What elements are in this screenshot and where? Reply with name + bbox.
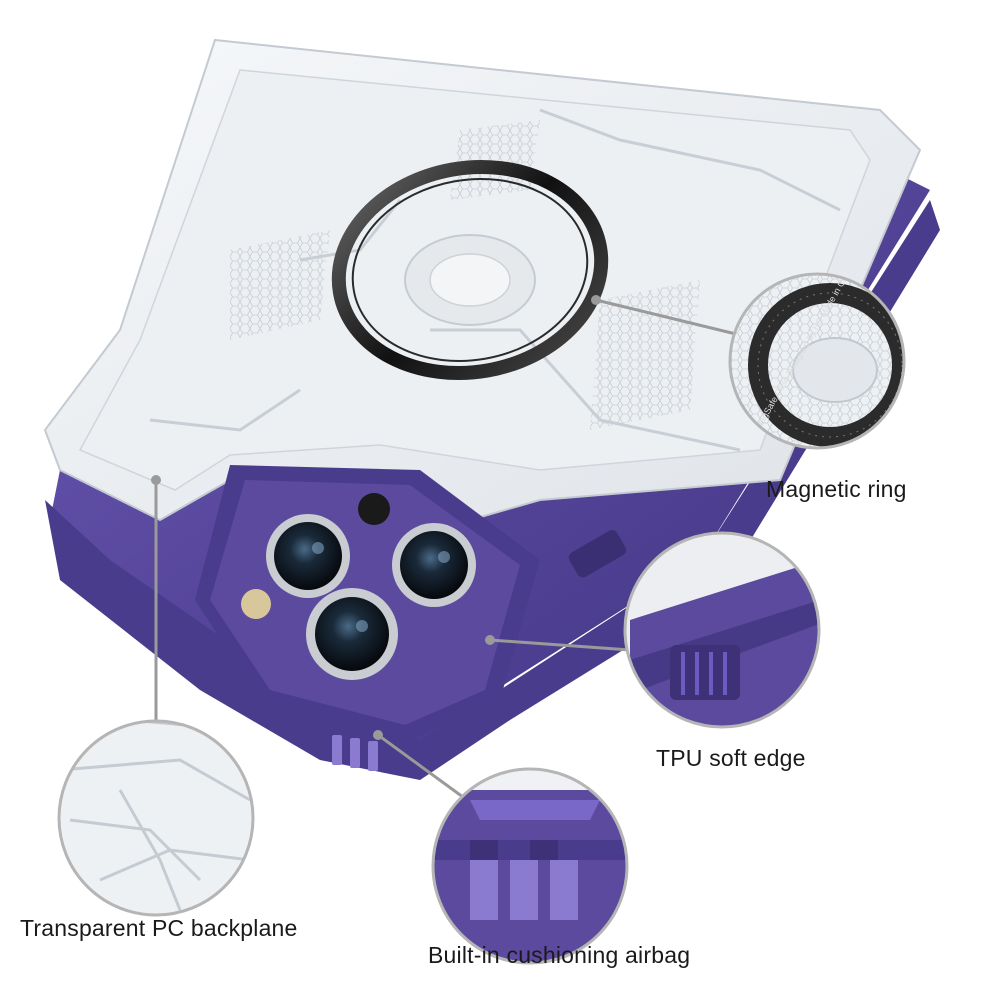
zoom-tpu-edge	[623, 531, 821, 729]
tpu-soft-edge-label: TPU soft edge	[656, 745, 806, 771]
camera-lens	[266, 514, 350, 598]
airbag-label: Built-in cushioning airbag	[428, 942, 691, 968]
sensor-icon	[358, 493, 390, 525]
camera-module	[195, 465, 540, 740]
zoom-airbag	[431, 767, 629, 965]
zoom-pc-backplane	[57, 719, 255, 917]
flash-icon	[241, 589, 271, 619]
pc-backplane-label: Transparent PC backplane	[20, 915, 298, 941]
magnetic-ring-label: Magnetic ring	[766, 476, 907, 502]
magnetic-ring	[331, 159, 609, 381]
callout-dots	[151, 295, 601, 740]
zoom-magnetic-ring: MagSafe Case Designed by HS Made in Chin…	[728, 272, 906, 450]
airbag-notches	[332, 735, 378, 771]
camera-lens	[306, 588, 398, 680]
camera-lens	[392, 523, 476, 607]
